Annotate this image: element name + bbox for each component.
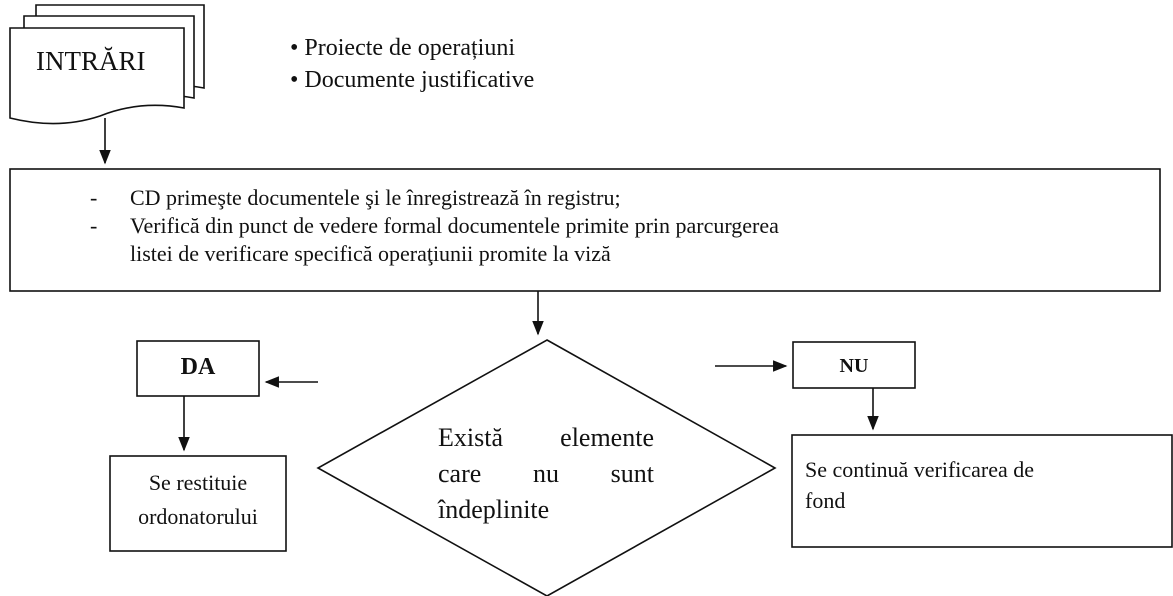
- input-item: • Proiecte de operațiuni: [290, 35, 515, 61]
- return-line: Se restituie: [148, 470, 248, 495]
- continue-box: [791, 434, 1173, 548]
- yes-box: [136, 340, 260, 397]
- input-items: • Proiecte de operațiuni • Documente jus…: [290, 32, 534, 96]
- process-line: listei de verificare specifică operaţiun…: [90, 240, 779, 268]
- process-line-text: Verifică din punct de vedere formal docu…: [130, 213, 779, 238]
- decision-line: care nu sunt: [438, 459, 654, 488]
- yes-label: DA: [180, 354, 216, 380]
- continue-line: fond: [805, 488, 846, 513]
- process-box: [9, 168, 1161, 292]
- return-line: ordonatorului: [138, 504, 258, 529]
- decision-text: Există elemente care nu sunt îndeplinite: [438, 420, 654, 528]
- process-line-text: listei de verificare specifică operaţiun…: [130, 241, 611, 266]
- process-line: - CD primeşte documentele şi le înregist…: [90, 184, 779, 212]
- process-line: - Verifică din punct de vedere formal do…: [90, 212, 779, 240]
- process-line-text: CD primeşte documentele şi le înregistre…: [130, 185, 621, 210]
- decision-line: îndeplinite: [438, 495, 550, 524]
- no-label: NU: [839, 355, 869, 377]
- input-documents-shape: [9, 4, 205, 125]
- no-box: [792, 341, 916, 389]
- process-bullet: -: [90, 185, 98, 210]
- process-text: - CD primeşte documentele şi le înregist…: [90, 184, 779, 268]
- input-label: INTRĂRI: [36, 46, 146, 76]
- return-box: [109, 455, 287, 552]
- input-item: • Documente justificative: [290, 67, 535, 93]
- decision-diamond: [316, 339, 777, 596]
- decision-line: Există elemente: [438, 423, 654, 452]
- continue-line: Se continuă verificarea de: [805, 457, 1035, 482]
- process-bullet: -: [90, 213, 98, 238]
